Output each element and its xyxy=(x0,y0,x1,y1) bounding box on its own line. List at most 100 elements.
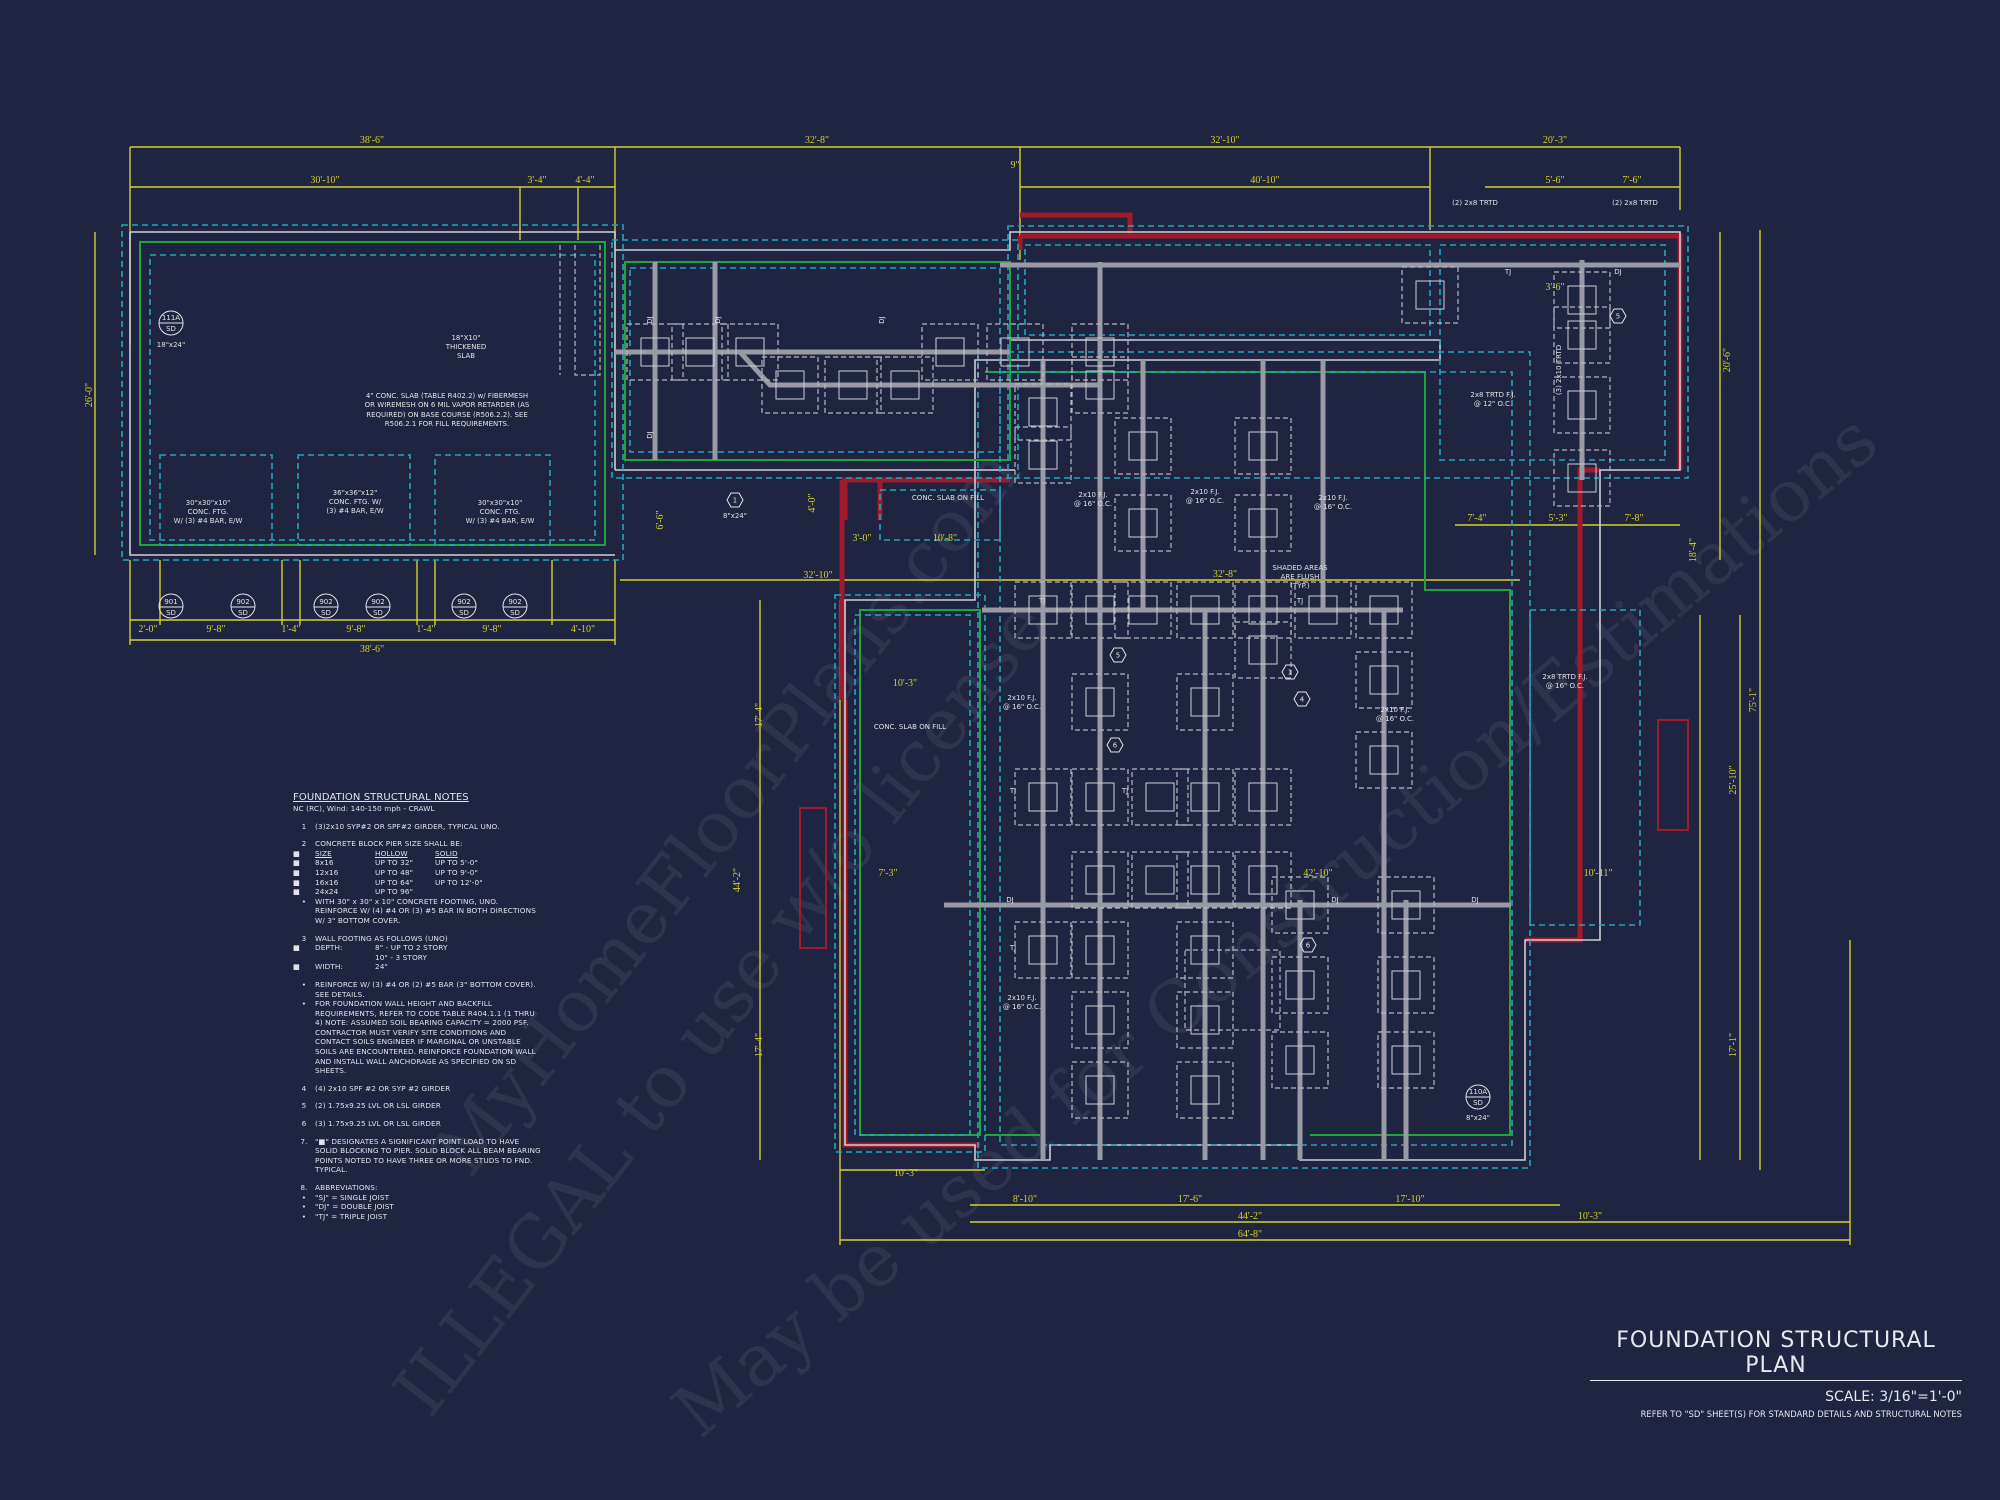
pier xyxy=(1071,851,1129,909)
pier xyxy=(1071,768,1129,826)
girder-tag: 6 xyxy=(1106,737,1124,753)
girder-tag-number: 4 xyxy=(1300,696,1305,704)
dimension-label: 4'-10" xyxy=(571,624,595,635)
dimension-label: 32'-10" xyxy=(803,570,832,581)
joist-label: 2x10 F.J. xyxy=(1380,706,1409,714)
dimension-label: 17'-6" xyxy=(1178,1194,1202,1205)
joist-label: @ 16" O.C. xyxy=(1003,1003,1041,1011)
thickened-slab-label: 18"X10" xyxy=(451,334,480,342)
depth-value: 10" - 3 STORY xyxy=(375,952,428,962)
dimension-label: 25'-10" xyxy=(1728,765,1739,794)
tj-label: TJ xyxy=(1296,597,1303,605)
note-marker: 2 xyxy=(301,839,307,849)
tj-label: TJ xyxy=(1038,597,1045,605)
pier xyxy=(1071,323,1129,381)
detail-number: 902 xyxy=(319,598,332,606)
trtd-label: (2) 2x8 TRTD xyxy=(1452,199,1498,207)
table-cell: UP TO 9'-0" xyxy=(435,867,478,877)
dimension-label: 1'-4" xyxy=(281,624,300,635)
dimension-label: 30'-10" xyxy=(310,175,339,186)
pier xyxy=(1377,956,1435,1014)
girder-tag: 1 xyxy=(1281,664,1299,680)
pier xyxy=(1271,1031,1329,1089)
dj-label: DJ xyxy=(646,431,654,438)
pier xyxy=(1401,266,1459,324)
detail-number: 902 xyxy=(457,598,470,606)
pier xyxy=(1271,956,1329,1014)
joist-label: 2x10 F.J. xyxy=(1318,494,1347,502)
depth-label: DEPTH: xyxy=(315,943,343,953)
table-cell: 24x24 xyxy=(315,887,339,897)
dj-label: DJ xyxy=(1006,896,1013,904)
footing-note: 30"x30"x10" xyxy=(186,499,231,507)
dimension-label: 20'-3" xyxy=(1543,135,1567,146)
joist-label: 2x10 F.J. xyxy=(1078,491,1107,499)
shaded-areas-note: ARE FLUSH xyxy=(1281,573,1320,581)
pier xyxy=(921,323,979,381)
pier xyxy=(1114,581,1172,639)
pier xyxy=(1114,417,1172,475)
pier xyxy=(1355,581,1413,639)
table-cell: UP TO 32" xyxy=(375,858,414,868)
section-sheet: SD xyxy=(1473,1099,1483,1107)
dimension-label: 32'-8" xyxy=(805,135,829,146)
dimension-label: 17'-1" xyxy=(1728,1033,1739,1057)
girder-tag-number: 6 xyxy=(1306,942,1311,950)
tj-label: TJ xyxy=(1009,787,1016,795)
detail-sheet: SD xyxy=(166,609,176,617)
dimension-label: 10'-8" xyxy=(933,533,957,544)
dimension-label: 3'-6" xyxy=(1545,282,1564,293)
girder-tag: 1 xyxy=(726,492,744,508)
dimension-label: 7'-3" xyxy=(878,868,897,879)
pier xyxy=(721,323,779,381)
pier xyxy=(1176,768,1234,826)
dimension-label: 17'-4" xyxy=(754,1033,765,1057)
joist-label: @ 16" O.C. xyxy=(1314,503,1352,511)
note-3b: REINFORCE W/ (3) #4 OR (2) #5 BAR (3" BO… xyxy=(315,979,536,999)
note-7: "■" DESIGNATES A SIGNIFICANT POINT LOAD … xyxy=(315,1136,541,1175)
footing-note: CONC. FTG. xyxy=(188,508,229,516)
plan-scale: SCALE: 3/16"=1'-0" xyxy=(1825,1389,1962,1405)
dimension-label: 44'-2" xyxy=(732,868,743,892)
section-number: 111A xyxy=(162,314,180,322)
foundation-structural-notes: FOUNDATION STRUCTURAL NOTES NC (RC), Win… xyxy=(293,792,543,1221)
footing-note: CONC. FTG. xyxy=(480,508,521,516)
pier xyxy=(1234,851,1292,909)
pier xyxy=(1355,731,1413,789)
dimension-label: 2'-0" xyxy=(138,624,157,635)
girder-tag: 6 xyxy=(1299,937,1317,953)
slab-on-fill-label: CONC. SLAB ON FILL xyxy=(874,723,946,731)
dj-label: DJ xyxy=(878,316,886,323)
pier xyxy=(1176,581,1234,639)
dj-label: DJ xyxy=(1614,268,1621,276)
dimension-label: 7'-4" xyxy=(1467,513,1486,524)
dimension-label: 8'-10" xyxy=(1013,1194,1037,1205)
section-marker-111a[interactable]: 111A SD 18"x24" xyxy=(157,310,185,349)
garage-slab-note: REQUIRED) ON BASE COURSE (R506.2.2). SEE xyxy=(366,411,528,419)
pier xyxy=(1355,651,1413,709)
pier xyxy=(1294,581,1352,639)
section-marker-110a[interactable]: 110A SD 8"x24" xyxy=(1465,1084,1491,1122)
pier xyxy=(876,356,934,414)
dimension-label: 10'-3" xyxy=(893,678,917,689)
dimension-label: 32'-10" xyxy=(1210,135,1239,146)
table-cell: UP TO 48" xyxy=(375,867,414,877)
joist-label: @ 16" O.C. xyxy=(1003,703,1041,711)
pier xyxy=(1234,494,1292,552)
joist-label: @ 16" O.C. xyxy=(1186,497,1224,505)
notes-subtitle: NC (RC), Wind: 140-150 mph - CRAWL xyxy=(293,804,435,813)
detail-number: 901 xyxy=(164,598,177,606)
note-marker: 7. xyxy=(300,1136,308,1146)
dimension-label: 44'-2" xyxy=(1238,1211,1262,1222)
footing-note: W/ (3) #4 BAR, E/W xyxy=(174,517,243,525)
girder-tag: 5 xyxy=(1109,647,1127,663)
dimension-label: 75'-1" xyxy=(1748,688,1759,712)
